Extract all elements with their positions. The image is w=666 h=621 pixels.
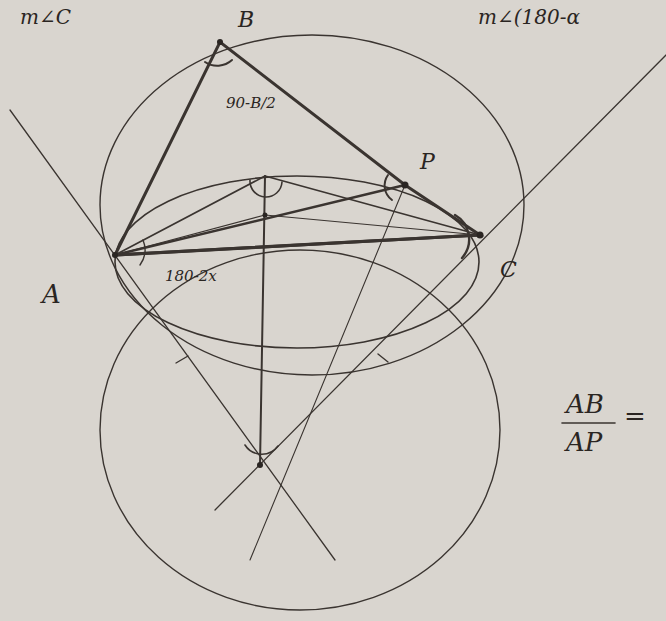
angle-label: 180-2x <box>165 268 217 285</box>
triangle <box>115 42 480 255</box>
point <box>217 39 223 45</box>
segment <box>115 176 265 255</box>
note-text: m∠C <box>20 6 71 28</box>
fraction-term: AB <box>566 390 604 419</box>
tick-mark <box>378 354 388 362</box>
points <box>112 39 484 468</box>
angle-mark <box>245 445 278 454</box>
fraction-bar <box>562 422 615 424</box>
lower-circle <box>100 250 500 610</box>
segment-ac <box>115 235 480 255</box>
tangent-line <box>10 110 335 560</box>
note-text: m∠(180-α <box>478 6 580 28</box>
equals-sign: = <box>624 402 646 431</box>
segment <box>265 215 480 235</box>
segment <box>265 176 480 235</box>
inner-circle <box>115 176 479 348</box>
angle-mark <box>455 215 469 258</box>
angle-mark <box>250 180 282 197</box>
angle-label: 90-B/2 <box>226 95 276 112</box>
circumcircle <box>100 35 524 375</box>
angle-mark <box>385 175 392 200</box>
segment <box>115 215 265 255</box>
point-label: P <box>420 150 435 174</box>
point <box>263 213 268 218</box>
point <box>402 182 409 189</box>
tangent-line <box>215 55 666 510</box>
angle-mark <box>140 240 145 265</box>
point-label: C <box>500 258 517 282</box>
tick-mark <box>176 356 188 363</box>
pencil-lines <box>10 35 666 610</box>
point <box>112 252 118 258</box>
point <box>257 462 263 468</box>
point-label: A <box>42 280 61 309</box>
fraction-term: AP <box>566 428 602 457</box>
point-label: B <box>238 8 254 32</box>
line-p <box>250 185 405 560</box>
vertical-line <box>260 176 265 465</box>
point <box>477 232 484 239</box>
angle-mark <box>205 60 232 66</box>
